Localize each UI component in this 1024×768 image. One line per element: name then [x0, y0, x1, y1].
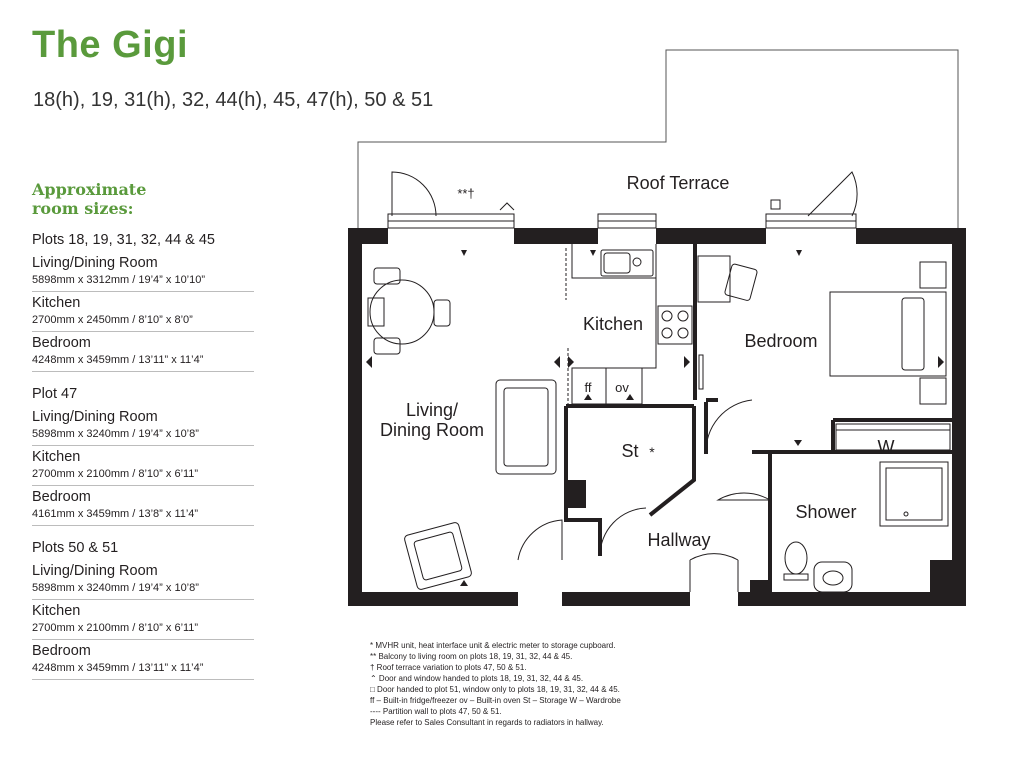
label-living-line1: Living/ — [406, 400, 458, 420]
note-line: † Roof terrace variation to plots 47, 50… — [370, 663, 527, 672]
label-bedroom: Bedroom — [744, 331, 817, 351]
room-sizes-heading-line2: room sizes: — [32, 199, 134, 218]
page-title: The Gigi — [32, 24, 188, 66]
living-furniture — [367, 267, 557, 590]
shower-tray — [879, 461, 949, 527]
note-line: * MVHR unit, heat interface unit & elect… — [370, 641, 616, 650]
handed-caret-icon — [499, 202, 515, 211]
wall-fitting — [698, 354, 704, 390]
label-shower: Shower — [795, 502, 856, 522]
room-sizes-heading-line1: Approximate — [32, 180, 147, 199]
room-dimensions: 5898mm x 3240mm / 19’4” x 10’8” — [32, 428, 199, 440]
label-wardrobe: W — [878, 437, 895, 457]
room-sizes-list: Plots 18, 19, 31, 32, 44 & 45 Living/Din… — [32, 230, 254, 692]
room-name: Living/Dining Room — [32, 409, 158, 425]
note-line: ** Balcony to living room on plots 18, 1… — [370, 652, 573, 661]
room-dimensions: 4248mm x 3459mm / 13’11” x 11’4” — [32, 354, 204, 366]
partition-walls — [565, 248, 569, 406]
room-name: Living/Dining Room — [32, 255, 158, 271]
bedroom-furniture — [697, 255, 951, 451]
room-name: Bedroom — [32, 335, 91, 351]
interior-walls — [564, 244, 952, 580]
basin — [813, 561, 853, 593]
plot-numbers: 18(h), 19, 31(h), 32, 44(h), 45, 47(h), … — [33, 89, 434, 111]
plot-group: Plots 18, 19, 31, 32, 44 & 45 Living/Din… — [32, 230, 254, 372]
room-dimensions: 2700mm x 2450mm / 8’10” x 8’0” — [32, 314, 193, 326]
plan-notes: * MVHR unit, heat interface unit & elect… — [370, 640, 621, 728]
kitchen-units — [571, 244, 693, 405]
note-line: ff – Built-in fridge/freezer ov – Built-… — [370, 696, 621, 705]
room-size-entry: Living/Dining Room 5898mm x 3240mm / 19’… — [32, 406, 254, 446]
room-size-entry: Kitchen 2700mm x 2100mm / 8’10” x 6’11” — [32, 600, 254, 640]
armchair — [404, 522, 472, 590]
hob-icon — [661, 327, 673, 339]
room-name: Living/Dining Room — [32, 563, 158, 579]
room-size-entry: Kitchen 2700mm x 2450mm / 8’10” x 8’0” — [32, 292, 254, 332]
label-oven: ov — [615, 380, 629, 395]
room-name: Kitchen — [32, 603, 81, 619]
note-line: ⌃ Door and window handed to plots 18, 19… — [370, 674, 584, 683]
label-store: St — [621, 441, 638, 461]
hob-icon — [677, 310, 689, 322]
sink-icon — [632, 257, 642, 267]
plot-group-heading: Plot 47 — [32, 386, 78, 402]
plot-group: Plots 50 & 51 Living/Dining Room 5898mm … — [32, 538, 254, 680]
label-fridge: ff — [585, 380, 592, 395]
label-living-line2: Dining Room — [380, 420, 484, 440]
room-name: Kitchen — [32, 295, 81, 311]
sofa — [495, 379, 557, 475]
hob-icon — [661, 310, 673, 322]
room-size-entry: Bedroom 4248mm x 3459mm / 13’11” x 11’4” — [32, 332, 254, 372]
plot-group-heading: Plots 50 & 51 — [32, 540, 119, 556]
plot-group-heading: Plots 18, 19, 31, 32, 44 & 45 — [32, 232, 215, 248]
door-swings — [391, 171, 858, 592]
shower-fittings — [783, 461, 949, 593]
room-name: Bedroom — [32, 643, 91, 659]
label-kitchen: Kitchen — [583, 314, 643, 334]
room-dimensions: 5898mm x 3312mm / 19’4” x 10’10” — [32, 274, 206, 286]
wardrobe — [835, 423, 951, 451]
label-store-marker: * — [649, 444, 655, 460]
toilet — [784, 541, 808, 575]
note-line: Please refer to Sales Consultant in rega… — [370, 718, 604, 727]
room-dimensions: 4248mm x 3459mm / 13’11” x 11’4” — [32, 662, 204, 674]
bed — [829, 291, 947, 377]
room-name: Bedroom — [32, 489, 91, 505]
room-dimensions: 4161mm x 3459mm / 13’8” x 11’4” — [32, 508, 199, 520]
roof-terrace-outline — [357, 49, 959, 228]
note-line: ---- Partition wall to plots 47, 50 & 51… — [370, 707, 502, 716]
room-dimensions: 5898mm x 3240mm / 19’4” x 10’8” — [32, 582, 199, 594]
room-size-entry: Kitchen 2700mm x 2100mm / 8’10” x 6’11” — [32, 446, 254, 486]
room-name: Kitchen — [32, 449, 81, 465]
label-balcony-marker: **† — [457, 186, 474, 201]
windows — [387, 213, 857, 229]
label-hallway: Hallway — [647, 530, 710, 550]
room-size-entry: Living/Dining Room 5898mm x 3312mm / 19’… — [32, 252, 254, 292]
room-dimensions: 2700mm x 2100mm / 8’10” x 6’11” — [32, 622, 199, 634]
room-sizes-heading: Approximate room sizes: — [32, 180, 146, 218]
dining-table — [369, 279, 435, 345]
room-dimensions: 2700mm x 2100mm / 8’10” x 6’11” — [32, 468, 199, 480]
hob-icon — [677, 327, 689, 339]
room-size-entry: Bedroom 4248mm x 3459mm / 13’11” x 11’4” — [32, 640, 254, 680]
floor-plan: Roof Terrace **† Kitchen Bedroom Living/… — [348, 49, 966, 606]
room-size-entry: Living/Dining Room 5898mm x 3240mm / 19’… — [32, 560, 254, 600]
exterior-walls — [348, 228, 966, 606]
label-roof-terrace: Roof Terrace — [627, 173, 730, 193]
room-size-entry: Bedroom 4161mm x 3459mm / 13’8” x 11’4” — [32, 486, 254, 526]
handed-square-icon — [770, 199, 781, 210]
elevation-markers — [366, 250, 944, 586]
plot-group: Plot 47 Living/Dining Room 5898mm x 3240… — [32, 384, 254, 526]
note-line: □ Door handed to plot 51, window only to… — [370, 685, 620, 694]
